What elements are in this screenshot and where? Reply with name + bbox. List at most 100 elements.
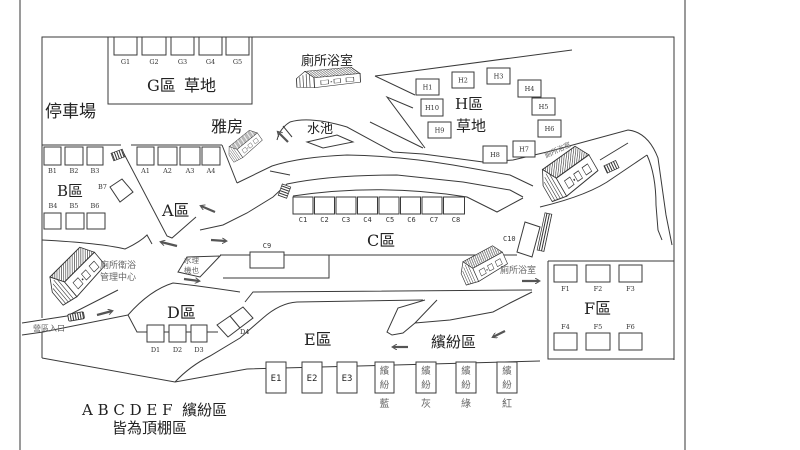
site-label: H4: [525, 85, 535, 93]
site-label: H2: [458, 77, 468, 85]
g-zone-boundary: [107, 37, 253, 105]
site-f6: [618, 332, 643, 351]
island: [386, 291, 533, 336]
road-edge: [221, 144, 238, 184]
site-label: A3: [185, 167, 195, 175]
road-edge: [199, 174, 524, 231]
direction-arrow-icon: [278, 132, 289, 143]
restroom-building-icon: [455, 242, 510, 288]
b-zone: B1 B2 B3 B區 B7 B4 B5 B6: [43, 146, 134, 230]
stairs-icon: [110, 148, 126, 162]
site-label: D3: [194, 346, 203, 354]
road-edge: [236, 154, 534, 187]
site-char: 紛: [502, 379, 512, 391]
site-h10: [420, 98, 444, 117]
site-c3: [335, 196, 357, 215]
site-c5: [378, 196, 400, 215]
c-zone-label: C區: [367, 231, 395, 250]
site-label: G5: [233, 58, 242, 66]
site-label: F2: [594, 285, 603, 293]
site-e1: [265, 361, 287, 394]
f-zone-boundary: [547, 260, 674, 360]
restroom-building-icon: [295, 66, 362, 90]
site-char: 繽: [502, 365, 512, 377]
pond: [305, 134, 355, 149]
site-g3: [170, 36, 195, 56]
site-h5: [531, 97, 556, 116]
direction-arrow-icon: [96, 311, 112, 317]
site-c2: [314, 196, 335, 215]
road-edge: [599, 142, 629, 161]
colorful-site-gray: 繽 紛 灰: [415, 361, 437, 410]
site-g4: [198, 36, 223, 56]
site-label: A2: [162, 167, 172, 175]
colorful-zone: 繽紛區 繽 紛 藍 繽 紛 灰 繽 紛 綠 繽 紛 紅: [374, 333, 518, 410]
site-label: D2: [173, 346, 182, 354]
site-h6: [537, 119, 562, 138]
road-edge: [539, 154, 648, 208]
site-label: C10: [503, 235, 516, 243]
road-edge: [41, 234, 153, 250]
site-label: C7: [430, 216, 438, 224]
footnote-line2: 皆為頂棚區: [112, 419, 187, 437]
e-zone-label: E區: [304, 330, 332, 349]
suite-room-label: 雅房: [211, 117, 243, 136]
site-b7: [109, 178, 134, 203]
colorful-site-blue: 繽 紛 藍: [374, 361, 395, 410]
site-h8: [482, 145, 508, 164]
g-zone-label: G區: [147, 76, 176, 95]
stairs-icon: [536, 212, 553, 252]
site-b5: [65, 212, 85, 230]
site-h9: [427, 121, 452, 139]
f-zone: F1 F2 F3 F區 F4 F5 F6: [547, 260, 674, 360]
site-label: B6: [91, 202, 100, 210]
restroom-center-label: 廁所浴室: [500, 264, 536, 276]
site-c4: [357, 196, 378, 215]
stairs-icon: [277, 183, 292, 199]
site-label: B5: [70, 202, 79, 210]
g-zone-type-label: 草地: [184, 76, 216, 95]
site-color: 紅: [502, 398, 512, 410]
site-label: E1: [271, 374, 282, 384]
site-label: C2: [320, 216, 328, 224]
entrance-road-edge: [21, 289, 119, 324]
site-label: C9: [263, 242, 271, 250]
site-box: [455, 361, 477, 394]
site-char: 紛: [421, 379, 431, 391]
facility-label-line1: 水理: [184, 255, 199, 265]
site-a3: [179, 146, 201, 166]
site-color: 藍: [380, 397, 390, 410]
site-label: H1: [423, 84, 433, 92]
site-b2: [64, 146, 84, 166]
mgmt-center-label-line1: 廁所衛浴: [100, 259, 136, 271]
center-road-edge: [220, 254, 533, 303]
site-label: F5: [594, 323, 603, 331]
site-label: H10: [425, 104, 439, 112]
site-c9: [249, 251, 285, 269]
direction-arrow-icon: [161, 242, 178, 248]
site-color: 灰: [421, 397, 431, 410]
site-label: B1: [48, 167, 57, 175]
d-zone-label: D區: [167, 303, 196, 322]
site-b1: [43, 146, 62, 166]
direction-arrow-icon: [210, 240, 226, 241]
site-box: [496, 361, 518, 394]
site-label: C3: [342, 216, 350, 224]
f-zone-label: F區: [584, 299, 611, 318]
site-f2: [585, 264, 611, 283]
site-label: D4: [240, 328, 249, 336]
entrance-road-edge: [21, 282, 241, 336]
site-e2: [301, 361, 323, 394]
site-color: 綠: [461, 398, 471, 410]
site-label: C4: [363, 216, 371, 224]
site-label: A1: [140, 167, 150, 175]
site-f4: [553, 332, 578, 351]
site-c6: [400, 196, 421, 215]
d-zone: D區 D1 D2 D3 D4: [146, 303, 254, 354]
d-road-edge: [174, 299, 424, 383]
site-h2: [451, 71, 475, 89]
site-label: A4: [206, 167, 216, 175]
site-h7: [512, 140, 536, 158]
site-c7: [421, 196, 443, 215]
